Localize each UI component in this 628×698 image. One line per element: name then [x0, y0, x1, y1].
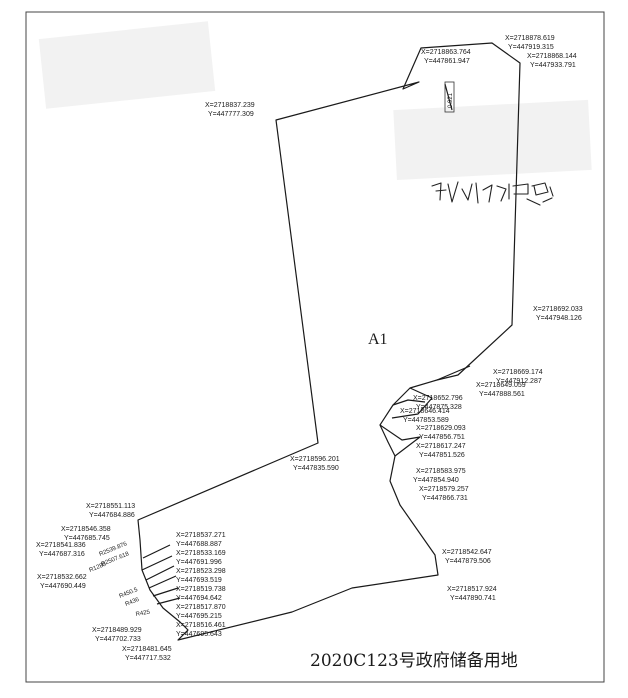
coord-x: X=2718489.929 [92, 627, 142, 634]
coord-x: X=2718649.059 [476, 382, 526, 389]
coord-y: Y=447890.741 [450, 595, 496, 602]
coord-x: X=2718579.257 [419, 486, 469, 493]
coord-y: Y=447866.731 [422, 495, 468, 502]
stamp-text: 0.921 [448, 92, 454, 108]
handwritten-signature [431, 181, 554, 206]
coord-x: X=2718868.144 [527, 53, 577, 60]
stamp-box [444, 81, 455, 113]
coord-y: Y=447695.643 [176, 631, 222, 638]
coord-x: X=2718517.924 [447, 586, 497, 593]
coord-y: Y=447687.316 [39, 551, 85, 558]
top-stamp: 0.921 [444, 81, 455, 113]
coord-y: Y=447688.887 [176, 541, 222, 548]
coord-x: X=2718692.033 [533, 306, 583, 313]
faded-stamp-left [38, 21, 216, 109]
coord-y: Y=447919.315 [508, 44, 554, 51]
coord-x: X=2718646.414 [400, 408, 450, 415]
coord-x: X=2718537.271 [176, 532, 226, 539]
coord-x: X=2718837.239 [205, 102, 255, 109]
coord-x: X=2718669.174 [493, 369, 543, 376]
coord-y: Y=447717.532 [125, 655, 171, 662]
coord-y: Y=447879.506 [445, 558, 491, 565]
parcel-boundary [137, 42, 521, 641]
coord-y: Y=447861.947 [424, 58, 470, 65]
coord-y: Y=447695.215 [176, 613, 222, 620]
coord-x: X=2718617.247 [416, 443, 466, 450]
coord-x: X=2718542.647 [442, 549, 492, 556]
coord-y: Y=447694.642 [176, 595, 222, 602]
coord-x: X=2718532.662 [37, 574, 87, 581]
coord-x: X=2718863.764 [421, 49, 471, 56]
coord-y: Y=447854.940 [413, 477, 459, 484]
coord-x: X=2718551.113 [86, 503, 135, 510]
scan-artifacts [38, 21, 592, 181]
detail-line-4 [436, 365, 471, 381]
detail-line-3 [379, 424, 421, 457]
coord-x: X=2718481.645 [122, 646, 172, 653]
coord-y: Y=447685.745 [64, 535, 110, 542]
arc-segment-lines [141, 544, 181, 605]
coord-y: Y=447851.526 [419, 452, 465, 459]
coord-y: Y=447835.590 [293, 465, 339, 472]
parcel-label: A1 [368, 331, 388, 348]
coord-x: X=2718878.619 [505, 35, 555, 42]
coord-x: X=2718519.738 [176, 586, 226, 593]
coord-x: X=2718629.093 [416, 425, 466, 432]
coord-y: Y=447853.589 [403, 417, 449, 424]
coord-y: Y=447690.449 [40, 583, 86, 590]
coord-y: Y=447912.287 [496, 378, 542, 385]
parcel-detail-lines [141, 83, 471, 605]
map-frame [25, 11, 605, 683]
coord-x: X=2718583.975 [416, 468, 466, 475]
coord-y: Y=447888.561 [479, 391, 525, 398]
coord-x: X=2718516.461 [176, 622, 226, 629]
coord-y: Y=447856.751 [419, 434, 465, 441]
detail-line-1 [391, 387, 433, 419]
arc-label: R425 [135, 609, 151, 618]
coord-y: Y=447691.996 [176, 559, 222, 566]
faded-stamp-right [393, 99, 592, 181]
coord-y: Y=447948.126 [536, 315, 582, 322]
coord-y: Y=447777.309 [208, 111, 254, 118]
detail-line-5 [444, 83, 453, 111]
coord-y: Y=447693.519 [176, 577, 222, 584]
coord-x: X=2718517.870 [176, 604, 226, 611]
coord-x: X=2718596.201 [290, 456, 340, 463]
coord-y: Y=447702.733 [95, 636, 141, 643]
map-title: 2020C123号政府储备用地 [310, 651, 518, 671]
coord-x: X=2718652.796 [413, 395, 463, 402]
detail-line-2 [392, 399, 426, 406]
coord-x: X=2718533.169 [176, 550, 226, 557]
coord-x: X=2718541.836 [36, 542, 86, 549]
coord-x: X=2718546.358 [61, 526, 111, 533]
coord-y: Y=447875.328 [416, 404, 462, 411]
arc-label: R436 [125, 597, 141, 608]
coord-y: Y=447684.886 [89, 512, 135, 519]
coordinate-labels: X=2718863.764 Y=447861.947 X=2718878.619… [36, 35, 583, 662]
coord-x: X=2718523.298 [176, 568, 226, 575]
coord-y: Y=447933.791 [530, 62, 576, 69]
